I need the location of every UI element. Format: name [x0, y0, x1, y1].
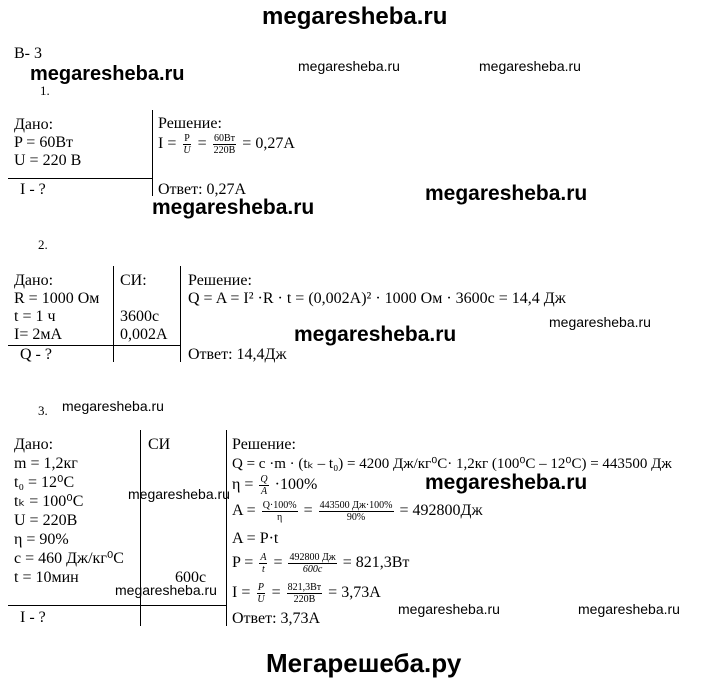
watermark: megaresheba.ru [294, 323, 457, 346]
watermark: megaresheba.ru [479, 58, 581, 74]
given-title: Дано: [14, 436, 54, 453]
find-item: Q - ? [20, 346, 52, 363]
find-item: I - ? [20, 181, 46, 198]
given-item: P = 60Вт [14, 134, 73, 151]
find-item: I - ? [20, 609, 46, 626]
divider [113, 266, 114, 362]
given-item: t = 1 ч [14, 308, 56, 325]
given-item: R = 1000 Ом [14, 290, 100, 307]
watermark: megaresheba.ru [30, 63, 185, 85]
watermark: megaresheba.ru [62, 398, 164, 414]
divider [226, 430, 227, 626]
answer: Ответ: 14,4Дж [188, 346, 287, 363]
watermark: megaresheba.ru [425, 182, 588, 205]
given-item: I= 2мА [14, 326, 63, 343]
si-item: 0,002А [120, 326, 168, 343]
solution-title: Решение: [232, 436, 296, 453]
divider [8, 178, 152, 179]
formula: A = Q·100%η = 443500 Дж·100%90% = 492800… [232, 500, 483, 523]
given-item: c = 460 Дж/кг⁰С [14, 550, 124, 567]
answer: Ответ: 3,73А [232, 610, 321, 627]
site-header-watermark[interactable]: megaresheba.ru [262, 3, 448, 30]
divider [8, 605, 226, 606]
formula: A = P·t [232, 530, 279, 547]
given-item: tₖ = 100⁰С [14, 493, 84, 510]
problem-number: 3. [38, 403, 48, 418]
variant-label: В- 3 [14, 45, 42, 62]
watermark: megaresheba.ru [152, 196, 315, 219]
given-item: m = 1,2кг [14, 455, 78, 472]
problem-number: 2. [38, 237, 48, 252]
given-item: η = 90% [14, 531, 69, 548]
given-item: U = 220В [14, 512, 78, 529]
given-item: t₀ = 12⁰С [14, 474, 75, 491]
answer: Ответ: 0,27А [158, 181, 247, 198]
formula: Q = c ·m · (tₖ – t₀) = 4200 Дж/кг⁰С· 1,2… [232, 456, 672, 472]
si-title: СИ: [120, 272, 147, 289]
site-footer-watermark[interactable]: Мегарешеба.ру [266, 648, 462, 678]
si-item: 3600с [120, 308, 160, 325]
si-item: 600с [175, 569, 207, 586]
watermark: megaresheba.ru [425, 471, 588, 494]
watermark: megaresheba.ru [549, 314, 651, 330]
formula: Q = A = I² ·R · t = (0,002А)² · 1000 Ом … [188, 290, 566, 307]
watermark: megaresheba.ru [115, 582, 217, 598]
divider [8, 345, 180, 346]
given-item: U = 220 В [14, 152, 82, 169]
watermark: megaresheba.ru [128, 486, 230, 502]
divider [152, 110, 153, 196]
watermark: megaresheba.ru [578, 601, 680, 617]
watermark: megaresheba.ru [398, 601, 500, 617]
problem-number: 1. [40, 83, 50, 98]
divider [180, 266, 181, 362]
si-title: СИ [148, 436, 171, 453]
given-title: Дано: [14, 272, 54, 289]
divider [140, 430, 141, 626]
given-item: t = 10мин [14, 569, 79, 586]
solution-title: Решение: [188, 272, 252, 289]
solution-title: Решение: [158, 115, 222, 132]
given-title: Дано: [14, 116, 54, 133]
watermark: megaresheba.ru [298, 58, 400, 74]
